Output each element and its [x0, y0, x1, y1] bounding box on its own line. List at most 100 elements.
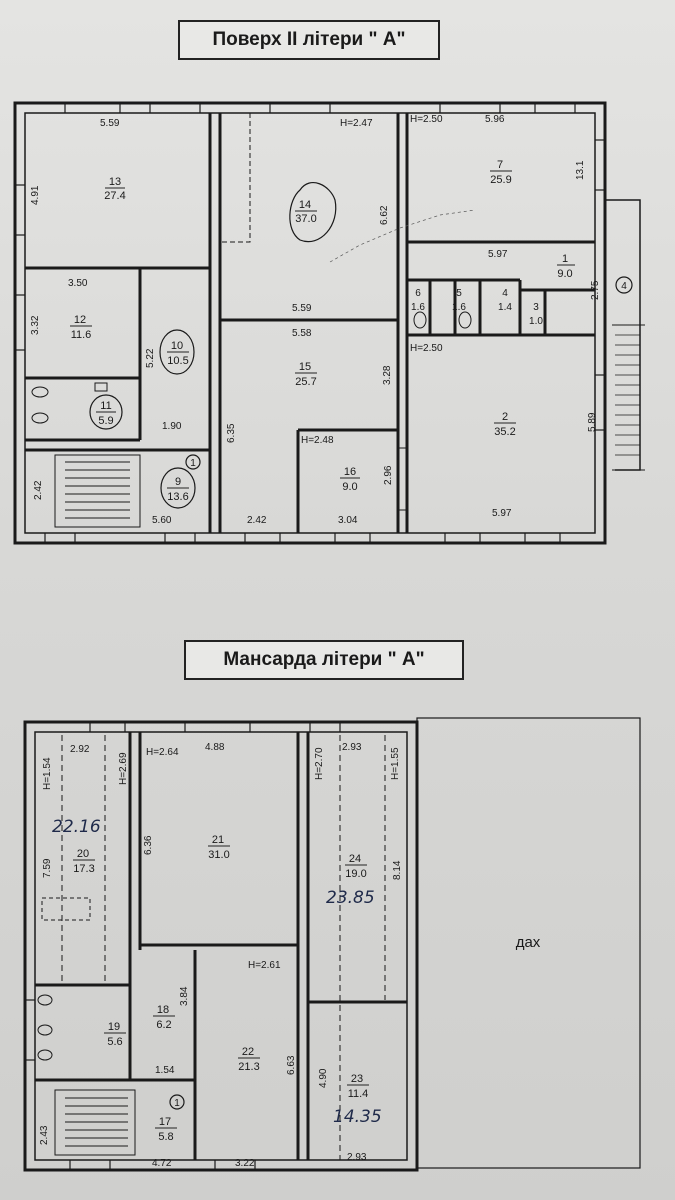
- dimension-label: 6.63: [286, 1055, 297, 1075]
- dimension-label: H=2.69: [118, 752, 129, 785]
- dimension-label: 13.1: [575, 160, 586, 180]
- room-num: 11: [100, 400, 111, 412]
- roof-label: дах: [516, 934, 541, 951]
- dimension-label: 3.28: [382, 365, 393, 385]
- dimension-label: 4.90: [318, 1068, 329, 1088]
- room-area: 21.3: [238, 1061, 259, 1073]
- floor2-title: Поверх ІІ літери " А": [178, 20, 440, 60]
- dimension-label: H=2.48: [301, 435, 334, 446]
- dimension-label: 5.59: [292, 303, 312, 314]
- room14-circle: [289, 182, 337, 243]
- handwritten-area: 23.85: [326, 888, 375, 908]
- dimension-label: 1.90: [162, 421, 182, 432]
- dimension-label: 1.54: [155, 1065, 175, 1076]
- room-num: 24: [349, 853, 361, 865]
- room-area: 6.2: [156, 1019, 171, 1031]
- attic-title: Мансарда літери " А": [184, 640, 464, 680]
- dimension-label: 3.04: [338, 515, 358, 526]
- room-area: 1.0: [529, 316, 543, 327]
- room-area: 5.9: [98, 415, 113, 427]
- attic-room-labels: 20 17.3 21 31.0 24 19.0 18 6.2 19 5.6 22…: [73, 834, 369, 1143]
- dimension-label: 5.59: [100, 118, 120, 129]
- dimension-label: 2.42: [247, 515, 267, 526]
- room-num: 23: [351, 1073, 363, 1085]
- attic-dimensions: H=1.54 2.92 H=2.69 H=2.64 4.88 H=2.70 2.…: [39, 742, 403, 1169]
- handwritten-notes: 22.16 23.85 14.35: [52, 817, 382, 1127]
- floor2-stair: [54, 454, 141, 528]
- room-area: 1.6: [452, 302, 466, 313]
- room-area: 31.0: [208, 849, 229, 861]
- room-num: 15: [299, 361, 311, 373]
- dimension-label: 3.84: [179, 986, 190, 1006]
- room-area: 1.6: [411, 302, 425, 313]
- room-num: 9: [175, 476, 181, 488]
- room-num: 22: [242, 1046, 254, 1058]
- attic-marker-1: [169, 1094, 185, 1110]
- room-num: 5: [456, 288, 462, 299]
- dimension-label: 2.42: [33, 480, 44, 500]
- floor2-outer-wall: [13, 101, 607, 545]
- room-area: 17.3: [73, 863, 94, 875]
- dimension-label: 3.32: [30, 315, 41, 335]
- room-num: 2: [502, 411, 508, 423]
- dimension-label: 5.22: [145, 348, 156, 368]
- floor2-room-labels: 13 27.4 14 37.0 7 25.9 12 11.6 10 10.5 1…: [70, 159, 575, 503]
- dimension-label: 2.75: [590, 280, 601, 300]
- dimension-label: H=2.70: [314, 747, 325, 780]
- floor2-windows: [15, 103, 605, 543]
- room-num: 19: [108, 1021, 120, 1033]
- room-area: 9.0: [342, 481, 357, 493]
- room-num: 13: [109, 176, 121, 188]
- room-area: 25.7: [295, 376, 316, 388]
- room-area: 9.0: [557, 268, 572, 280]
- dimension-label: 6.36: [143, 835, 154, 855]
- dimension-label: 4.91: [30, 185, 41, 205]
- room-num: 4: [502, 288, 508, 299]
- room-num: 14: [299, 199, 311, 211]
- attic-partitions: [35, 732, 407, 1160]
- room-area: 5.8: [158, 1131, 173, 1143]
- dimension-label: 3.22: [235, 1158, 255, 1169]
- dimension-label: 2.92: [70, 744, 90, 755]
- dimension-label: H=2.64: [146, 747, 179, 758]
- floor2-inner-wall: [24, 112, 596, 534]
- dimension-label: 7.59: [42, 858, 53, 878]
- dimension-label: 2.93: [347, 1152, 367, 1163]
- dimension-label: 6.35: [226, 423, 237, 443]
- room-area: 35.2: [494, 426, 515, 438]
- handwritten-area: 14.35: [333, 1107, 382, 1127]
- dimension-label: 8.14: [392, 860, 403, 880]
- wc-fixtures: [31, 311, 472, 424]
- floor2-marker-1: [185, 454, 201, 470]
- marker-label: 1: [174, 1098, 180, 1109]
- room-area: 5.6: [107, 1036, 122, 1048]
- marker-label: 1: [190, 458, 196, 469]
- dimension-label: 5.89: [587, 412, 598, 432]
- room-num: 17: [159, 1116, 171, 1128]
- floor2-partitions: [25, 113, 595, 533]
- room-num: 7: [497, 159, 503, 171]
- room-num: 12: [74, 314, 86, 326]
- dimension-label: 2.96: [383, 465, 394, 485]
- floor2-dimensions: 5.59 4.91 H=2.47 6.62 H=2.50 5.96 13.1 3…: [30, 114, 601, 526]
- dimension-label: H=2.50: [410, 114, 443, 125]
- dimension-label: 3.50: [68, 278, 88, 289]
- dimension-label: 4.88: [205, 742, 225, 753]
- room-area: 1.4: [498, 302, 512, 313]
- room-area: 13.6: [167, 491, 188, 503]
- dimension-label: 5.96: [485, 114, 505, 125]
- dimension-label: H=2.61: [248, 960, 281, 971]
- dimension-label: 5.60: [152, 515, 172, 526]
- dimension-label: H=2.50: [410, 343, 443, 354]
- room-num: 3: [533, 302, 539, 313]
- room-num: 10: [171, 340, 183, 352]
- dimension-label: 5.58: [292, 328, 312, 339]
- dimension-label: 2.93: [342, 742, 362, 753]
- marker-label: 4: [621, 281, 627, 292]
- dimension-label: H=1.55: [390, 747, 401, 780]
- room-area: 19.0: [345, 868, 366, 880]
- room-area: 10.5: [167, 355, 188, 367]
- floor2-marker-4: [615, 276, 633, 294]
- room-num: 20: [77, 848, 89, 860]
